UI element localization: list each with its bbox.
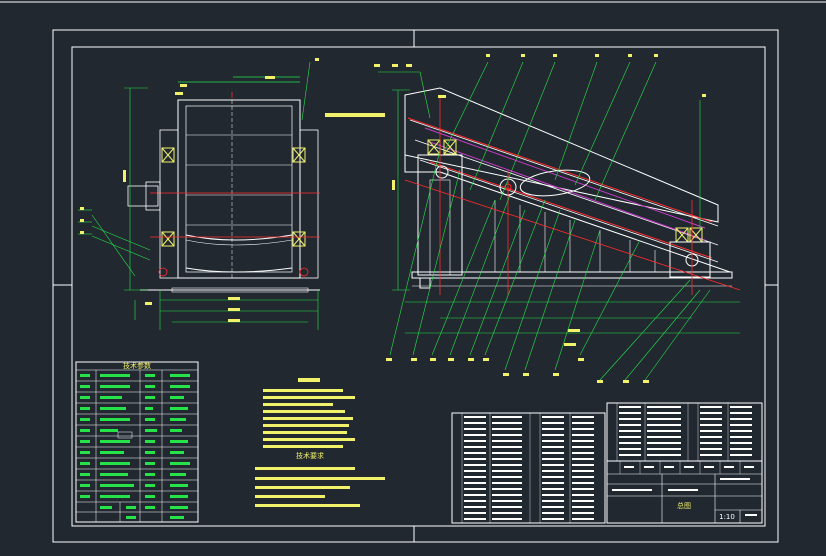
technical-notes: 技术要求 xyxy=(255,378,385,507)
parts-list xyxy=(451,402,763,524)
side-view xyxy=(325,54,741,383)
inner-sheet-border xyxy=(71,46,766,527)
title-block: 总图 1:10 xyxy=(606,460,763,524)
technical-requirements-heading: 技术要求 xyxy=(296,451,324,460)
parameters-table: 技术参数 xyxy=(75,361,199,523)
sheet-title: 总图 xyxy=(677,501,691,510)
outer-sheet-border xyxy=(52,29,779,543)
end-view xyxy=(78,58,320,330)
drawing-scale: 1:10 xyxy=(719,513,735,521)
parameters-table-heading: 技术参数 xyxy=(123,361,151,370)
